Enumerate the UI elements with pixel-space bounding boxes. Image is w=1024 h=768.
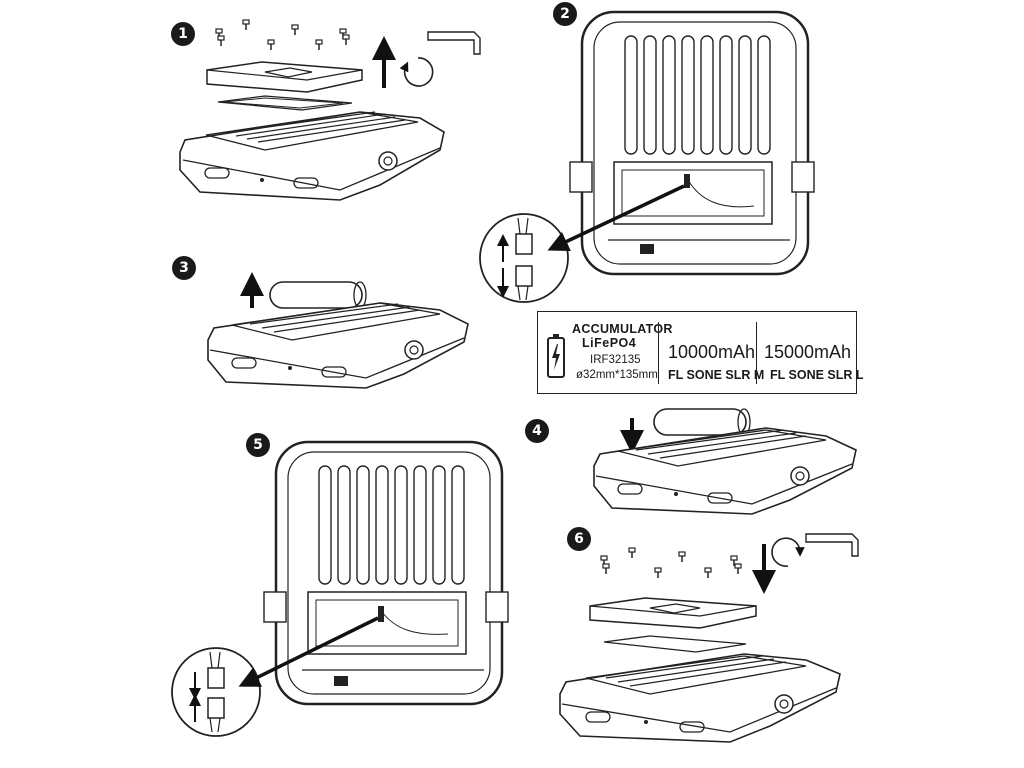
battery-chemistry-label: LiFePO4 <box>582 336 637 350</box>
rotate-arrow-icon <box>399 57 434 87</box>
step-badge-1: 1 <box>171 22 195 46</box>
step-badge-6: 6 <box>567 527 591 551</box>
spec-divider <box>658 322 659 384</box>
step3-illustration <box>207 272 469 389</box>
step5-illustration <box>171 440 509 737</box>
battery-type-label: ACCUMULATOR <box>572 322 673 336</box>
step4-illustration <box>593 408 857 515</box>
battery-cylinder <box>269 281 363 309</box>
battery-model-label: IRF32135 <box>590 354 641 366</box>
capacity-l-value: 15000mAh <box>764 342 852 362</box>
hex-key-icon <box>427 31 481 55</box>
zoom-pointer-arrow-icon <box>547 184 685 252</box>
step-badge-5: 5 <box>246 433 270 457</box>
step-badge-2: 2 <box>553 2 577 26</box>
battery-spec-box: ACCUMULATOR LiFePO4 IRF32135 ø32mm*135mm… <box>537 311 864 394</box>
capacity-m-value: 10000mAh <box>668 342 756 362</box>
product-l-label: FL SONE SLR L <box>770 368 864 382</box>
step2-illustration <box>479 10 815 303</box>
step-badge-3: 3 <box>172 256 196 280</box>
product-m-label: FL SONE SLR M <box>668 368 765 382</box>
step-badge-4: 4 <box>525 419 549 443</box>
spec-divider-2 <box>756 322 757 384</box>
battery-icon <box>547 334 565 378</box>
screws-group <box>215 19 350 51</box>
step1-illustration <box>179 19 481 201</box>
battery-dimensions-label: ø32mm*135mm <box>576 369 658 381</box>
step6-illustration <box>559 533 859 743</box>
